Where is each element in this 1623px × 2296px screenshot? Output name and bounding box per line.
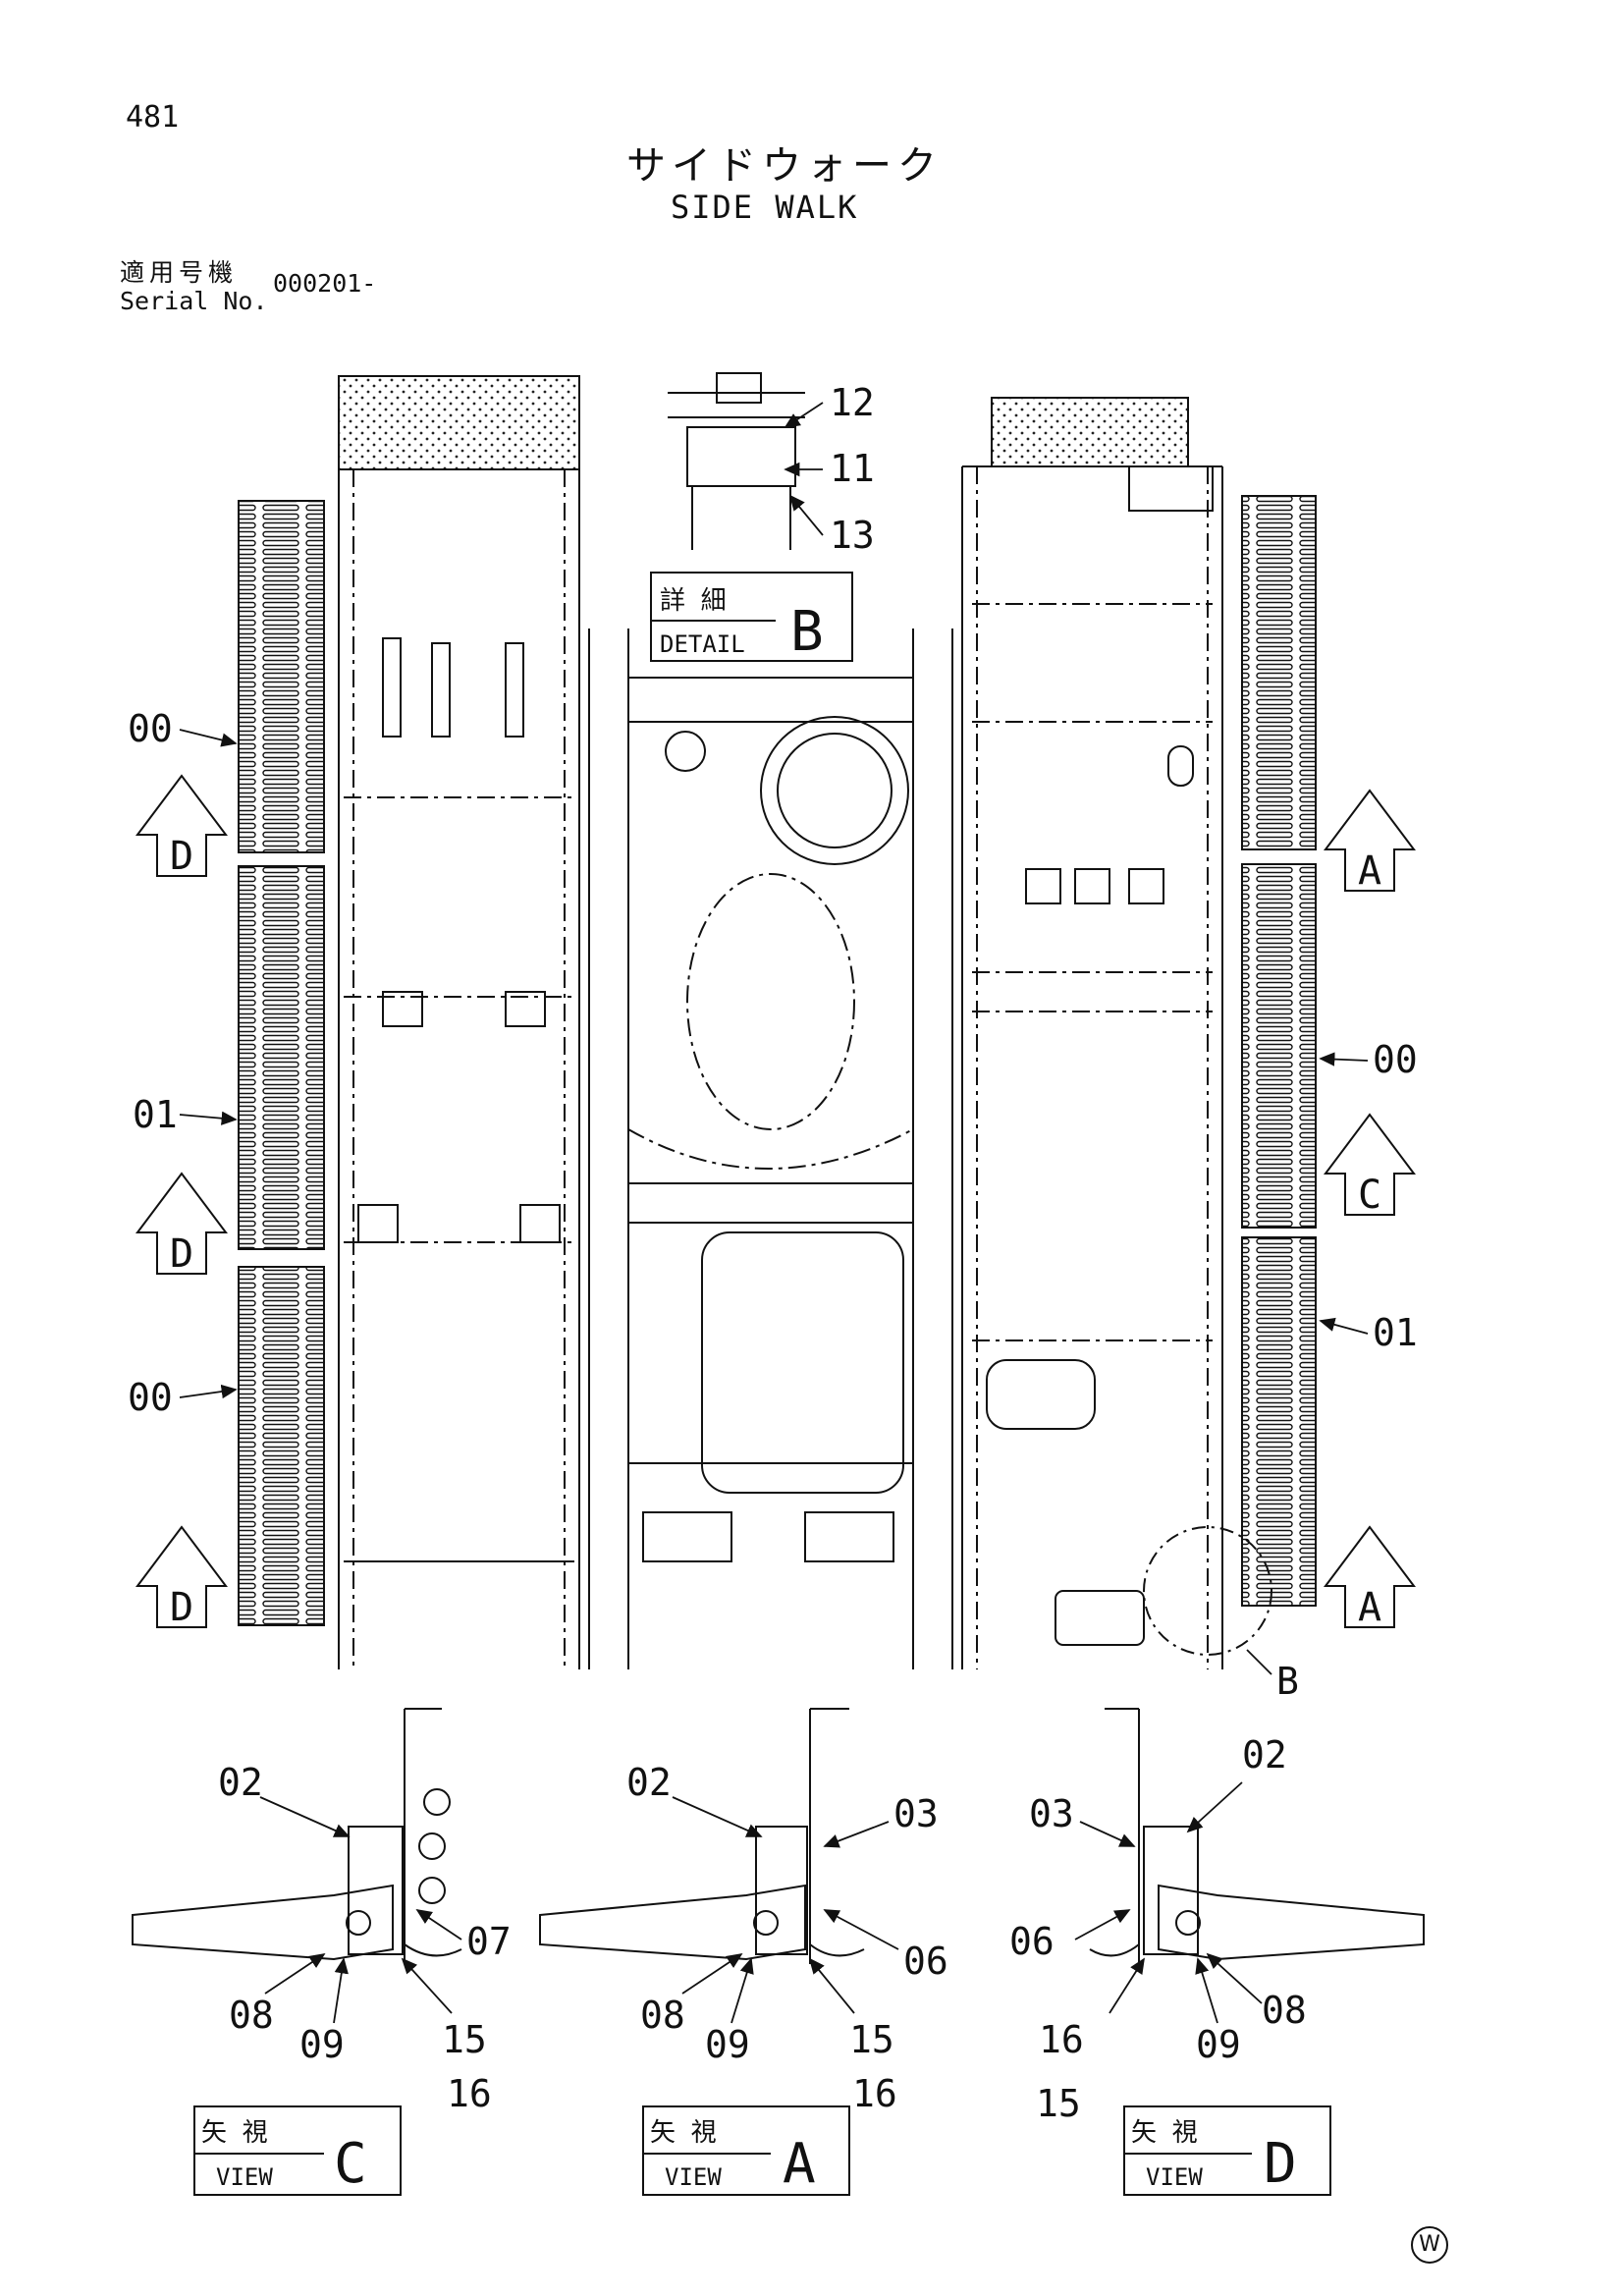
view-c-callout-15: 15 [442,2018,487,2061]
view-d-box [1123,2105,1331,2196]
view-a-callout-06: 06 [903,1940,948,1983]
view-a-callout-09: 09 [705,2023,750,2066]
callout-left-bottom: 00 [128,1376,173,1419]
view-c-box [193,2105,402,2196]
view-d-letter: D [1264,2132,1297,2196]
view-a-section [539,1708,865,1964]
page-number: 481 [126,100,180,135]
page-title-japanese: サイドウォーク [626,143,943,189]
view-a-callout-15: 15 [849,2018,894,2061]
view-c-jp: 矢 視 [201,2118,268,2148]
view-c-section [132,1708,462,1964]
circle-b-label: B [1276,1660,1299,1703]
view-d-callout-08: 08 [1262,1989,1307,2032]
view-d-callout-03: 03 [1029,1792,1074,1835]
view-a-callout-08: 08 [640,1994,685,2037]
arrow-right-2-letter: C [1358,1173,1381,1218]
view-a-callout-02: 02 [626,1761,672,1804]
view-c-callout-09: 09 [299,2023,345,2066]
right-walkway-gratings [1241,495,1317,1607]
arrow-left-2-letter: D [170,1231,193,1277]
left-walkway-gratings [238,500,325,1626]
view-c-callout-08: 08 [229,1994,274,2037]
right-frame [961,465,1272,1669]
hatched-block-left [338,375,580,470]
serial-number-value: 000201- [273,269,377,298]
callout-right-bottom: 01 [1373,1311,1418,1354]
detail-box-letter: B [790,600,824,664]
view-d-en: VIEW [1146,2163,1203,2191]
view-arrows-right [1324,789,1416,1628]
detail-box-en: DETAIL [660,630,745,658]
view-c-en: VIEW [216,2163,273,2191]
view-a-en: VIEW [665,2163,722,2191]
view-c-callout-02: 02 [218,1761,263,1804]
callout-left-mid: 01 [133,1093,178,1136]
callout-right-mid: 00 [1373,1038,1418,1081]
page-title-english: SIDE WALK [671,189,859,226]
arrow-right-1-letter: A [1358,848,1381,894]
view-d-section [1089,1708,1425,1964]
hatched-block-right [991,397,1189,467]
view-d-callout-02: 02 [1242,1733,1287,1777]
view-a-jp: 矢 視 [650,2118,717,2148]
view-c-letter: C [334,2132,367,2196]
view-a-box [642,2105,850,2196]
corner-mark-icon: W [1411,2226,1448,2264]
view-d-callout-16: 16 [1039,2018,1084,2061]
center-frame [588,629,953,1669]
detail-box-jp: 詳 細 [660,586,727,616]
view-d-callout-09: 09 [1196,2023,1241,2066]
detail-b-inset [668,372,805,550]
view-d-jp: 矢 視 [1131,2118,1198,2148]
view-d-callout-15: 15 [1036,2082,1081,2125]
view-c-callout-16: 16 [447,2072,492,2115]
arrow-left-1-letter: D [170,834,193,879]
view-a-callout-16: 16 [852,2072,897,2115]
arrow-right-3-letter: A [1358,1585,1381,1630]
arrow-left-3-letter: D [170,1585,193,1630]
callout-left-top: 00 [128,707,173,750]
view-arrows-left [135,774,228,1628]
serial-label-english: Serial No. [120,287,268,315]
detail-b-box [650,572,853,662]
callout-13: 13 [830,514,875,557]
view-a-callout-03: 03 [893,1792,939,1835]
view-a-letter: A [783,2132,816,2196]
callout-11: 11 [830,447,875,490]
left-frame [338,468,580,1669]
serial-label-japanese: 適用号機 [120,258,239,287]
view-d-callout-06: 06 [1009,1920,1055,1963]
view-c-callout-07: 07 [466,1920,512,1963]
callout-12: 12 [830,381,875,424]
